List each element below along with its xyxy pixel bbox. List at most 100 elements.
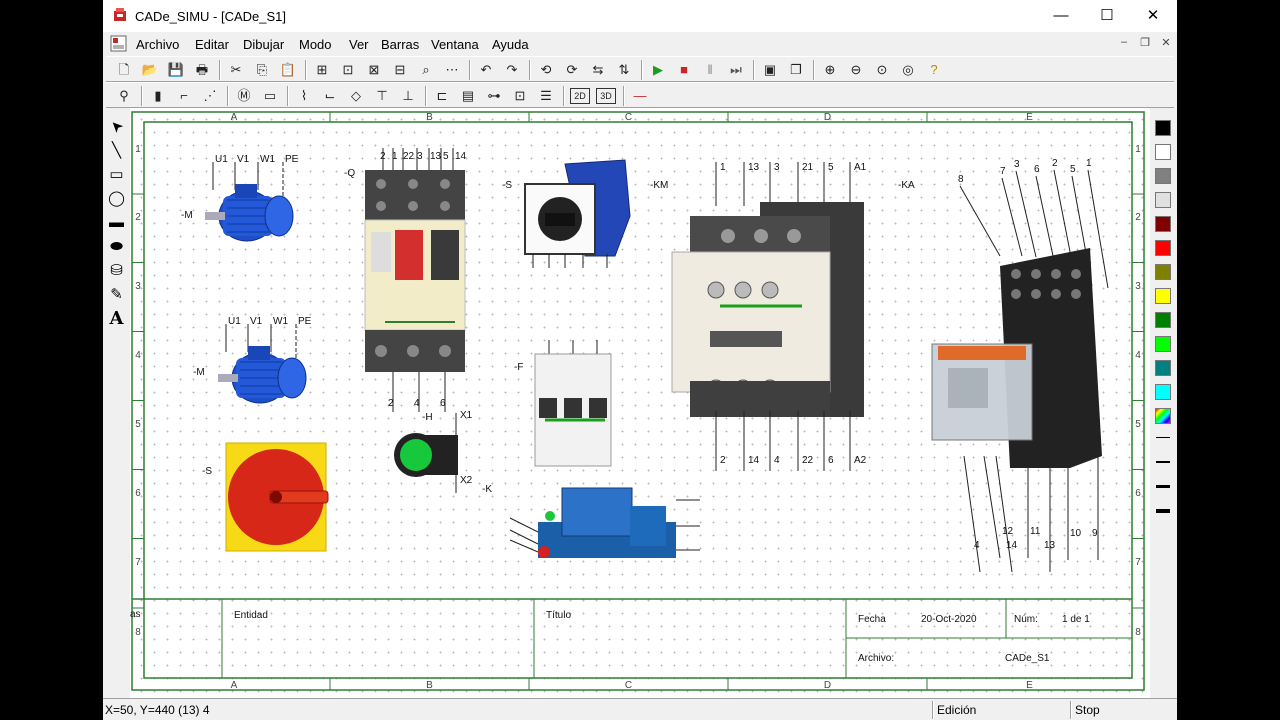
line-width-option[interactable] bbox=[1156, 461, 1170, 463]
filled-ellipse-tool-icon[interactable]: ⬬ bbox=[110, 238, 123, 255]
relay-led-green bbox=[545, 511, 555, 521]
run-simulation-icon[interactable]: ▶ bbox=[653, 62, 663, 77]
entidad-label: Entidad bbox=[234, 610, 268, 621]
three-pole-switch-icon[interactable]: ⋰ bbox=[203, 88, 217, 103]
3d-icon[interactable]: 3D bbox=[596, 88, 616, 104]
zoom-previous-icon[interactable]: ⊙ bbox=[876, 62, 888, 77]
color-swatch[interactable] bbox=[1155, 120, 1171, 136]
pushbutton-icon[interactable]: ⊤ bbox=[376, 88, 388, 103]
color-swatch[interactable] bbox=[1155, 240, 1171, 256]
color-swatch[interactable] bbox=[1155, 192, 1171, 208]
status-divider bbox=[1070, 701, 1072, 719]
wire-icon[interactable]: — bbox=[633, 88, 647, 103]
switch-icon[interactable]: ⌐ bbox=[180, 88, 188, 103]
redo-icon[interactable]: ↷ bbox=[506, 62, 518, 77]
line-width-option[interactable] bbox=[1156, 437, 1170, 438]
limit-switch-icon[interactable]: ⌙ bbox=[324, 88, 336, 103]
menu-editar[interactable]: Editar bbox=[195, 37, 229, 52]
menu-archivo[interactable]: Archivo bbox=[136, 37, 180, 52]
menu-ver[interactable]: Ver bbox=[349, 37, 369, 52]
zoom-fit-icon[interactable]: ⊟ bbox=[394, 62, 406, 77]
zoom-area-icon[interactable]: ⊡ bbox=[342, 62, 354, 77]
eyedropper-icon[interactable]: ✎ bbox=[110, 286, 123, 303]
line-width-option[interactable] bbox=[1156, 485, 1170, 488]
minimize-button[interactable]: — bbox=[1053, 7, 1069, 24]
toolbar-separator bbox=[425, 86, 427, 106]
resistor-icon[interactable]: ⊶ bbox=[487, 88, 501, 103]
color-swatch[interactable] bbox=[1155, 288, 1171, 304]
zoom-all-icon[interactable]: ◎ bbox=[902, 62, 914, 77]
save-icon[interactable]: 💾 bbox=[167, 62, 185, 77]
window-mode-icon[interactable]: ▣ bbox=[763, 62, 777, 77]
pause-simulation-icon[interactable]: ‖ bbox=[707, 62, 713, 77]
contact-icon[interactable]: ⌇ bbox=[300, 88, 308, 103]
zoom-select-icon[interactable]: ⊠ bbox=[368, 62, 380, 77]
terminal-label: W1 bbox=[260, 154, 275, 165]
menu-modo[interactable]: Modo bbox=[299, 37, 332, 52]
maximize-button[interactable]: ☐ bbox=[1100, 7, 1114, 24]
fuse-icon[interactable]: ▮ bbox=[154, 88, 162, 103]
help-icon[interactable]: ? bbox=[930, 62, 938, 77]
color-swatch[interactable] bbox=[1155, 384, 1171, 400]
bus-icon[interactable]: ☰ bbox=[540, 88, 552, 103]
color-swatch[interactable] bbox=[1155, 168, 1171, 184]
sensor-icon[interactable]: ◇ bbox=[351, 88, 361, 103]
copy-icon[interactable]: ⎘ bbox=[256, 62, 268, 77]
line-tool-icon[interactable]: ╲ bbox=[111, 142, 122, 159]
fill-bucket-icon[interactable]: ⛁ bbox=[110, 262, 123, 279]
stop-simulation-icon[interactable]: ■ bbox=[680, 62, 688, 77]
cut-icon[interactable]: ✂ bbox=[230, 62, 242, 77]
color-swatch[interactable] bbox=[1155, 264, 1171, 280]
document-icon[interactable] bbox=[110, 35, 127, 52]
power-supply-icon[interactable]: ⚲ bbox=[119, 88, 129, 103]
print-icon[interactable]: 🖶 bbox=[195, 62, 209, 77]
terminal-label: V1 bbox=[237, 154, 250, 165]
line-width-option[interactable] bbox=[1156, 509, 1170, 513]
undo-icon[interactable]: ↶ bbox=[480, 62, 492, 77]
grid-icon[interactable]: ⋯ bbox=[445, 62, 459, 77]
color-swatch[interactable] bbox=[1155, 216, 1171, 232]
menu-ayuda[interactable]: Ayuda bbox=[492, 37, 529, 52]
motor-icon[interactable]: Ⓜ bbox=[237, 88, 251, 103]
screw bbox=[440, 201, 450, 211]
close-button[interactable]: ✕ bbox=[1146, 7, 1160, 24]
zoom-window-icon[interactable]: ⊞ bbox=[316, 62, 328, 77]
connector-io-icon[interactable]: ⊡ bbox=[514, 88, 526, 103]
timer-icon[interactable]: ⊥ bbox=[402, 88, 414, 103]
plc-icon[interactable]: ▤ bbox=[461, 88, 475, 103]
rotate-right-icon[interactable]: ⟳ bbox=[566, 62, 578, 77]
multi-window-icon[interactable]: ❐ bbox=[790, 62, 802, 77]
step-simulation-icon[interactable]: ⏭ bbox=[730, 62, 742, 77]
new-file-icon[interactable]: 🗋 bbox=[118, 62, 130, 77]
mdi-minimize-button[interactable]: – bbox=[1120, 36, 1128, 48]
select-arrow-icon[interactable]: ➤ bbox=[106, 116, 127, 137]
color-palette bbox=[1150, 112, 1177, 696]
ellipse-tool-icon[interactable]: ◯ bbox=[108, 190, 125, 207]
color-swatch[interactable] bbox=[1155, 360, 1171, 376]
color-swatch[interactable] bbox=[1155, 312, 1171, 328]
mirror-horizontal-icon[interactable]: ⇆ bbox=[592, 62, 604, 77]
color-swatch[interactable] bbox=[1155, 336, 1171, 352]
menu-dibujar[interactable]: Dibujar bbox=[243, 37, 285, 52]
find-icon[interactable]: ⌕ bbox=[422, 62, 430, 77]
menu-ventana[interactable]: Ventana bbox=[431, 37, 479, 52]
open-folder-icon[interactable]: 📂 bbox=[141, 62, 159, 77]
color-swatch[interactable] bbox=[1155, 408, 1171, 424]
rotate-left-icon[interactable]: ⟲ bbox=[540, 62, 552, 77]
rectangle-tool-icon[interactable]: ▭ bbox=[109, 166, 124, 183]
relay-coil-icon[interactable]: ▭ bbox=[263, 88, 277, 103]
menu-barras[interactable]: Barras bbox=[381, 37, 420, 52]
2d-icon[interactable]: 2D bbox=[570, 88, 590, 104]
terminal-icon[interactable]: ⊏ bbox=[436, 88, 448, 103]
terminal-label: 6 bbox=[1034, 164, 1040, 175]
text-tool-icon[interactable]: A bbox=[109, 308, 124, 329]
mirror-vertical-icon[interactable]: ⇅ bbox=[618, 62, 630, 77]
paste-icon[interactable]: 📋 bbox=[279, 62, 297, 77]
mdi-close-button[interactable]: ✕ bbox=[1161, 37, 1171, 49]
filled-rectangle-tool-icon[interactable]: ▬ bbox=[109, 214, 124, 231]
color-swatch[interactable] bbox=[1155, 144, 1171, 160]
mdi-restore-button[interactable]: ❐ bbox=[1140, 37, 1150, 49]
zoom-out-icon[interactable]: ⊖ bbox=[850, 62, 862, 77]
zoom-in-icon[interactable]: ⊕ bbox=[824, 62, 836, 77]
